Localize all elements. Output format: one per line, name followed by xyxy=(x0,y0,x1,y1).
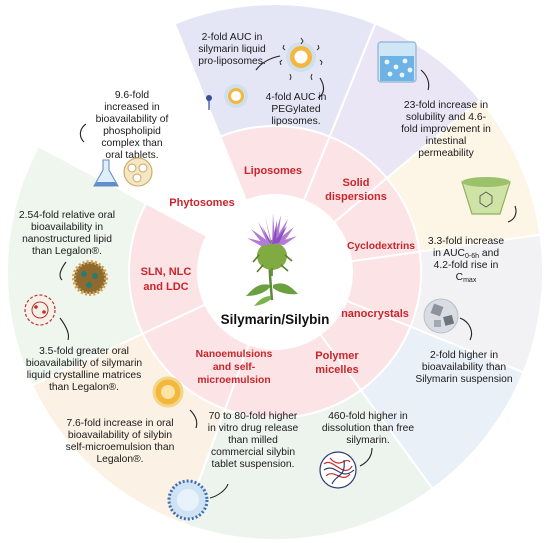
nanostructured-lipid-carrier-icon xyxy=(72,260,108,296)
nanocrystal-particle-icon xyxy=(423,298,459,334)
center-title: Silymarin/Silybin xyxy=(221,312,330,327)
pro-liposome-icon xyxy=(206,84,248,110)
cyclodextrin-cone-icon xyxy=(461,177,511,215)
microemulsion-droplet-icon xyxy=(167,479,209,521)
polymer-micelle-icon xyxy=(319,451,357,489)
liquid-crystalline-matrix-icon xyxy=(24,294,56,326)
technique-nanocrystals: nanocrystals xyxy=(341,308,409,320)
arrow-icon xyxy=(59,317,70,341)
pegylated-liposome-icon xyxy=(279,37,323,81)
technique-cyclodextrins: Cyclodextrins xyxy=(347,241,415,252)
arrow-icon xyxy=(209,483,229,499)
phytosome-flask-icon xyxy=(93,157,153,187)
milk-thistle-flower-icon xyxy=(246,213,298,306)
arrow-icon xyxy=(255,55,281,71)
arrow-icon xyxy=(59,261,67,281)
arrow-icon xyxy=(189,409,198,429)
center-disc xyxy=(198,195,352,349)
solid-dispersion-beaker-icon xyxy=(377,41,417,83)
outer-ring xyxy=(6,3,544,541)
self-microemulsion-icon xyxy=(152,376,184,408)
inner-sector-phytosomes xyxy=(128,202,209,336)
inner-ring xyxy=(128,125,422,419)
technique-liposomes: Liposomes xyxy=(244,165,302,177)
arrow-icon xyxy=(507,205,517,223)
arrow-icon xyxy=(317,77,325,99)
arrow-icon xyxy=(359,447,373,467)
arrow-icon xyxy=(79,123,87,143)
arrow-icon xyxy=(420,69,430,91)
technique-phytosomes: Phytosomes xyxy=(169,197,234,209)
arrow-icon xyxy=(459,317,473,341)
